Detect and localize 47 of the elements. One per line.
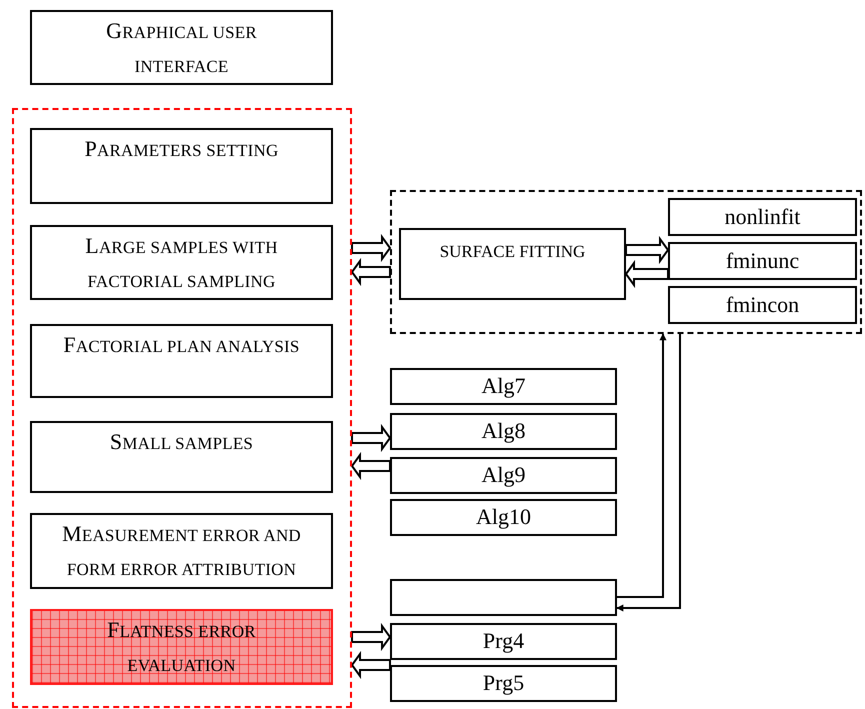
- block-arrow: [350, 258, 391, 286]
- process-box: [390, 623, 617, 660]
- box-label: MEASUREMENT ERROR AND FORM ERROR ATTRIBUTION: [61, 520, 302, 581]
- process-box: [390, 499, 617, 536]
- block-arrow: [624, 260, 669, 288]
- block-arrow: [625, 236, 670, 264]
- process-box: [30, 128, 333, 204]
- process-box: [668, 242, 857, 280]
- block-arrow: [351, 234, 392, 262]
- highlighted-process-box: [30, 609, 333, 685]
- process-box: [390, 413, 617, 450]
- box-label: SURFACE FITTING: [440, 242, 586, 262]
- box-label: nonlinfit: [724, 204, 800, 230]
- process-box: [390, 368, 617, 405]
- box-label: LARGE SAMPLES WITH FACTORIAL SAMPLING: [84, 232, 279, 293]
- box-label: fmincon: [726, 292, 800, 318]
- box-label: PARAMETERS SETTING: [84, 135, 278, 163]
- box-label: Alg10: [476, 504, 531, 531]
- process-box: [390, 579, 617, 616]
- box-label: Prg4: [482, 628, 524, 655]
- process-box: [668, 286, 857, 324]
- box-label: SMALL SAMPLES: [110, 428, 254, 456]
- box-label: fminunc: [726, 248, 800, 274]
- box-label: GRAPHICAL USER INTERFACE: [105, 17, 258, 78]
- box-label: Alg9: [482, 462, 526, 489]
- block-arrow: [351, 622, 392, 652]
- process-box: [390, 665, 617, 702]
- block-arrow: [350, 452, 391, 480]
- process-box: [30, 513, 333, 589]
- box-label: FACTORIAL PLAN ANALYSIS: [63, 331, 300, 359]
- box-label: FLATNESS ERROR EVALUATION: [106, 616, 257, 677]
- process-box: [668, 198, 857, 236]
- arrow: [617, 333, 666, 598]
- block-arrow: [351, 424, 392, 452]
- process-box: [30, 10, 333, 85]
- dashed-group-frame: [390, 190, 862, 334]
- box-label: Prg5: [482, 670, 524, 697]
- process-box: [390, 457, 617, 494]
- dashed-group-frame: [12, 108, 352, 708]
- box-label: Alg7: [482, 373, 526, 400]
- box-label: Alg8: [482, 418, 526, 445]
- process-box: [30, 421, 333, 493]
- process-box: [30, 324, 333, 398]
- process-box: [30, 225, 333, 300]
- arrow: [616, 334, 681, 612]
- block-arrow: [350, 650, 391, 680]
- process-box: [399, 228, 626, 300]
